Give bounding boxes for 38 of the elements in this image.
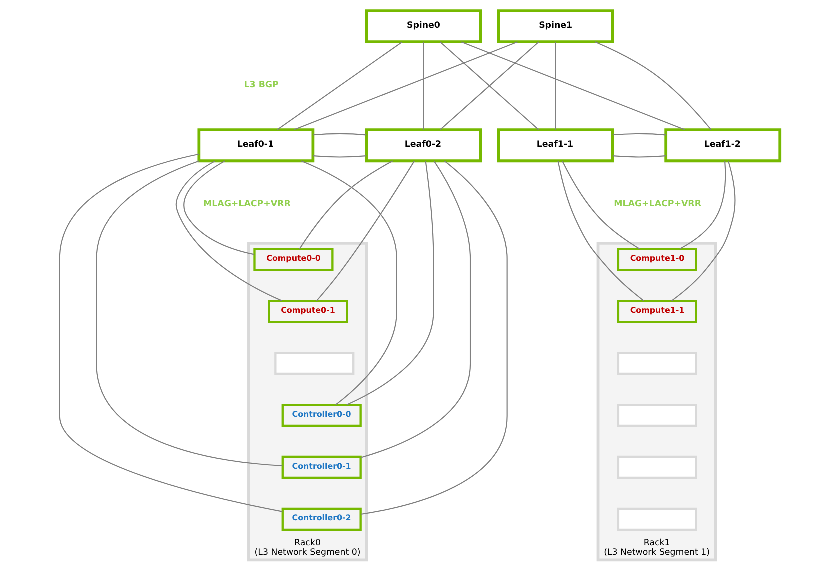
node-box	[617, 352, 698, 376]
node-box: Leaf1-2	[664, 128, 782, 163]
connector	[562, 161, 640, 250]
node-box	[617, 404, 698, 428]
connector	[680, 161, 726, 250]
connector	[301, 160, 398, 406]
connector	[555, 42, 556, 130]
connector	[558, 161, 644, 302]
node-box	[617, 508, 698, 531]
node-box: Leaf1-1	[497, 128, 614, 163]
connector	[360, 160, 472, 458]
node-box	[617, 456, 698, 480]
connector	[612, 156, 666, 158]
connector	[423, 42, 424, 130]
label: L3 BGP	[244, 80, 279, 91]
connector	[277, 42, 403, 130]
connector	[346, 161, 434, 406]
node-box: Leaf0-2	[365, 128, 482, 163]
node-box	[274, 352, 355, 376]
connector	[184, 160, 255, 256]
connector	[176, 160, 282, 302]
connector	[595, 42, 712, 130]
connector	[612, 133, 666, 136]
connector	[360, 160, 508, 516]
node-box: Spine1	[497, 10, 614, 44]
label: MLAG+LACP+VRR	[614, 200, 702, 210]
connector	[96, 160, 283, 467]
connector	[59, 154, 283, 512]
node-box: Spine0	[365, 10, 482, 44]
connector	[313, 133, 367, 136]
node-box: Leaf0-1	[198, 128, 315, 163]
connector	[313, 156, 367, 158]
connector	[316, 160, 416, 302]
connector	[461, 42, 686, 131]
connector	[672, 161, 736, 302]
connector	[299, 160, 394, 250]
connector	[294, 42, 518, 131]
label: MLAG+LACP+VRR	[204, 200, 291, 210]
